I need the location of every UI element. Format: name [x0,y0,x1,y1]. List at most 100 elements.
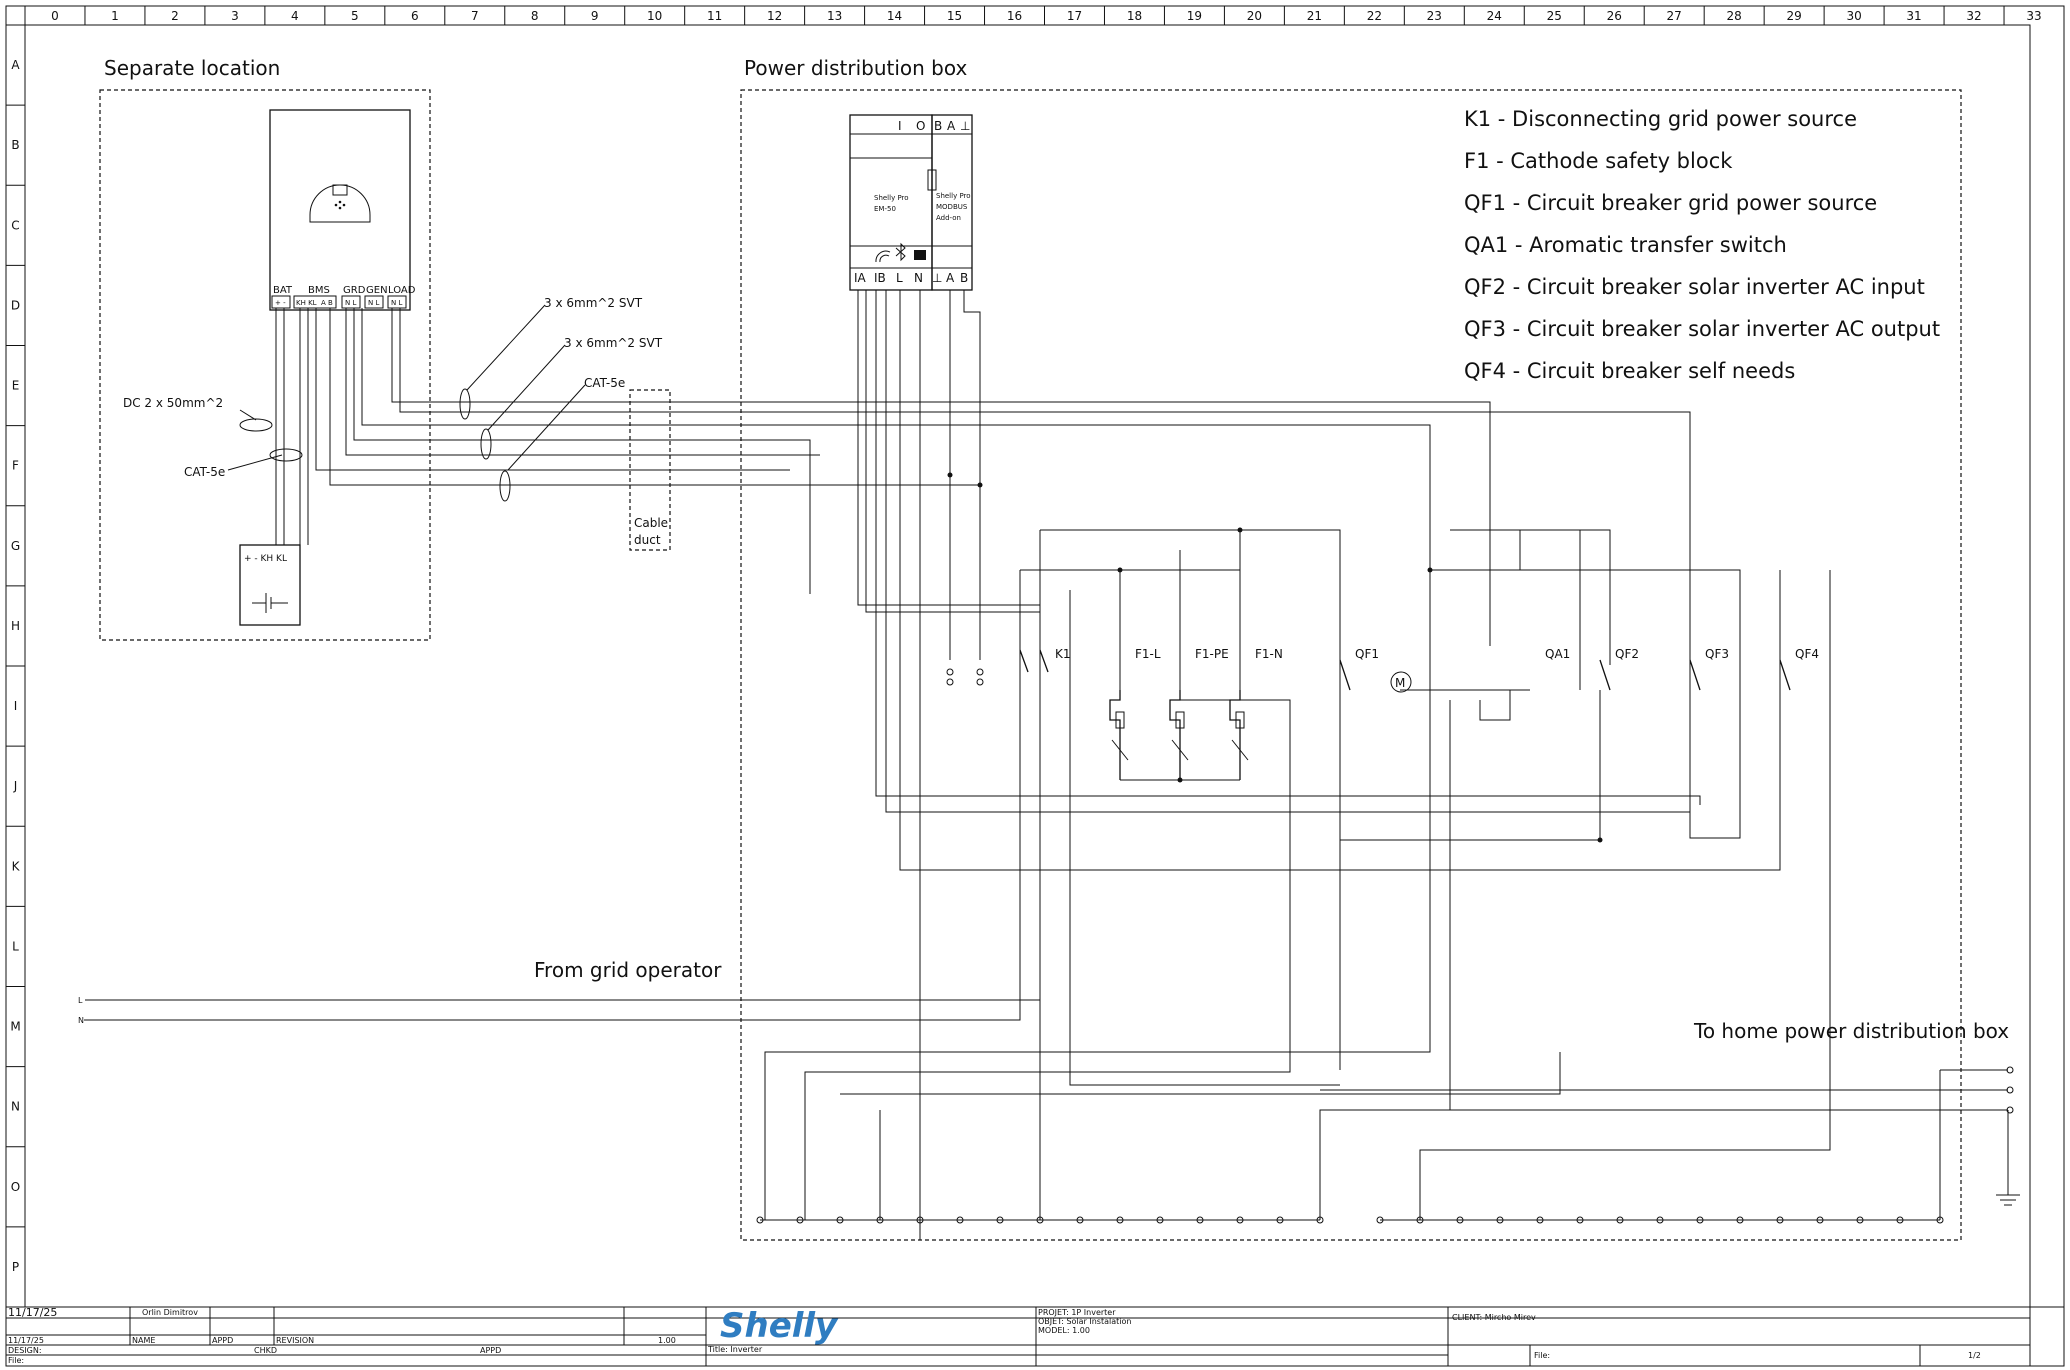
addon-model: MODBUS [936,203,968,211]
meter-top-label: B [934,119,942,133]
wifi-icon [875,250,891,263]
column-label: 14 [887,9,902,23]
terminal-point [1816,1216,1824,1224]
terminal-point [1616,1216,1624,1224]
column-label: 20 [1247,9,1262,23]
legend-item: K1 - Disconnecting grid power source [1464,107,1857,131]
inverter-cabling [227,304,1691,838]
addon-name: Shelly Pro [936,192,971,200]
pin-label: + - [275,299,286,307]
terminal-point [1456,1216,1464,1224]
device-label-qf3: QF3 [1705,647,1729,661]
legend-item: QF3 - Circuit breaker solar inverter AC … [1464,317,1940,341]
battery-pin-labels: + - KH KL [244,554,287,564]
row-label: K [12,859,21,873]
title-col-appd: APPD [212,1336,233,1345]
meter-bottom-label: N [914,271,923,285]
row-label: O [11,1180,20,1194]
terminal-point [1496,1216,1504,1224]
terminal-point [1276,1216,1284,1224]
legend-item: QF4 - Circuit breaker self needs [1464,359,1795,383]
terminal-point [1576,1216,1584,1224]
power-distribution-enclosure [740,89,1962,1241]
column-label: 5 [351,9,359,23]
separate-location-enclosure [99,89,431,641]
grid-feed-lines [90,999,1040,1021]
terminal-point [1036,1216,1044,1224]
cable-duct-label-2: duct [634,533,661,547]
device-label-qf2: QF2 [1615,647,1639,661]
column-label: 7 [471,9,479,23]
meter-top-label: I [898,119,902,133]
row-label: G [11,539,20,553]
meter-top-label: A [947,119,956,133]
row-label: J [13,779,18,793]
meter-bottom-label: ⊥ [932,271,942,285]
terminal-point [916,1216,924,1224]
terminal-point [956,1216,964,1224]
row-label: B [11,138,19,152]
terminal-grd-label: GRD [343,285,366,296]
column-label: 8 [531,9,539,23]
surge-protectors [1109,690,1249,781]
column-label: 32 [1966,9,1981,23]
terminal-point [1236,1216,1244,1224]
meter-bottom-label: IB [874,271,886,285]
terminal-point [1856,1216,1864,1224]
column-label: 21 [1307,9,1322,23]
bluetooth-icon [895,242,906,262]
title-page: 1/2 [1968,1351,1981,1360]
earth-ground-icon [1996,1190,2020,1206]
inverter-display-icon [309,184,371,223]
terminal-point [836,1216,844,1224]
column-label: 3 [231,9,239,23]
row-label: L [12,939,19,953]
column-label: 0 [51,9,59,23]
column-label: 10 [647,9,662,23]
legend-item: QF1 - Circuit breaker grid power source [1464,191,1877,215]
terminal-point [796,1216,804,1224]
cable-duct-label-1: Cable [634,516,668,530]
column-label: 31 [1906,9,1921,23]
terminal-point [1776,1216,1784,1224]
column-label: 24 [1487,9,1502,23]
terminal-point [1896,1216,1904,1224]
column-label: 29 [1786,9,1801,23]
legend: K1 - Disconnecting grid power source F1 … [1464,107,1940,383]
motor-symbol-label: M [1395,676,1405,690]
power-distribution-box-title: Power distribution box [744,56,967,80]
meter-name: Shelly Pro [874,194,909,202]
column-label: 15 [947,9,962,23]
grid-line-n-label: N [78,1016,84,1025]
terminal-bms-label: BMS [308,285,330,296]
column-label: 11 [707,9,722,23]
cat5e-battery-label: CAT-5e [184,465,225,479]
breaker-symbols [1019,649,1791,693]
grid-line-l-label: L [78,996,83,1005]
device-label-f1-pe: F1-PE [1195,647,1229,661]
meter-top-label: O [916,119,925,133]
title-file-2: File: [1534,1351,1550,1360]
meter-bottom-label: B [960,271,968,285]
column-label: 4 [291,9,299,23]
title-col-revision: REVISION [276,1336,314,1345]
title-block: 11/17/25 Orlin Dimitrov 11/17/25 NAME AP… [5,1306,2065,1367]
terminal-point [1736,1216,1744,1224]
column-label: 27 [1667,9,1682,23]
shelly-logo: Shelly [720,1306,839,1346]
cat5e-meter-label: CAT-5e [584,376,625,390]
terminal-point [1076,1216,1084,1224]
title-author: Orlin Dimitrov [142,1308,198,1317]
title-title: Title: Inverter [707,1345,763,1354]
terminal-point [996,1216,1004,1224]
addon-type: Add-on [936,214,961,222]
title-date-2: 11/17/25 [8,1336,44,1345]
column-label: 12 [767,9,782,23]
meter-top-label: ⊥ [960,119,970,133]
pin-label: KH KL [296,299,317,307]
terminal-bat-label: BAT [273,285,293,296]
title-appd: APPD [480,1346,501,1355]
device-label-k1: K1 [1055,647,1071,661]
terminal-point [1316,1216,1324,1224]
